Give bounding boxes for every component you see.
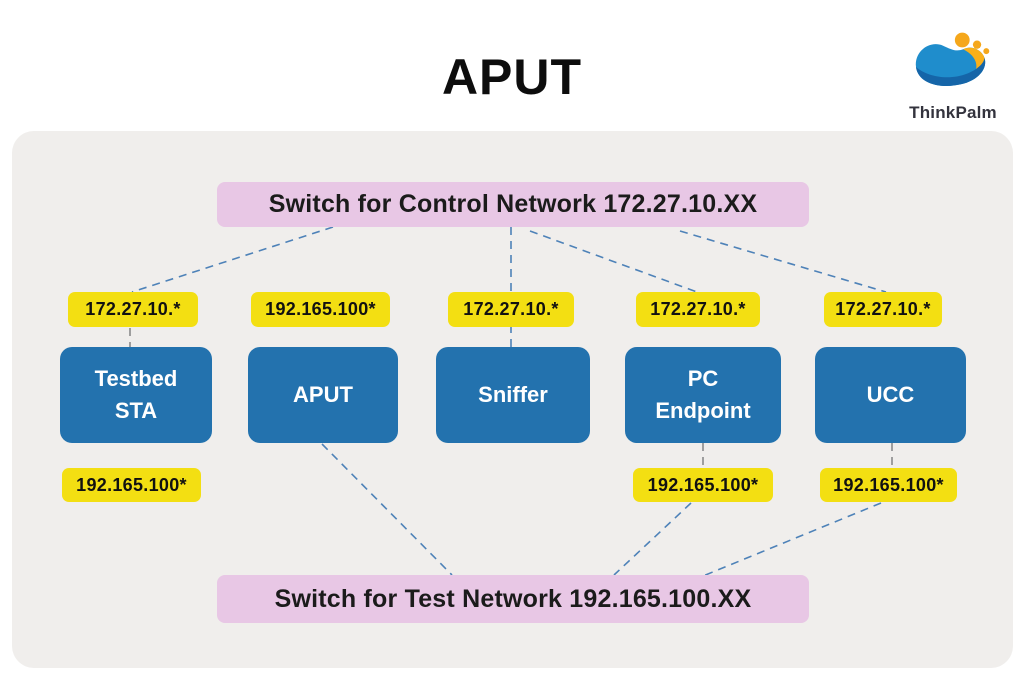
control-network-switch-bar: Switch for Control Network 172.27.10.XX	[217, 182, 809, 227]
brand-name: ThinkPalm	[909, 103, 997, 122]
ip-label-ucc-control: 172.27.10.*	[824, 292, 942, 327]
page-title: APUT	[441, 49, 583, 105]
node-box-aput: APUT	[248, 347, 398, 443]
ip-label-aput-test: 192.165.100*	[251, 292, 390, 327]
thinkpalm-logo: ThinkPalm	[898, 28, 1008, 123]
ip-label-pc-endpoint-control: 172.27.10.*	[636, 292, 760, 327]
ip-label-pc-endpoint-test: 192.165.100*	[633, 468, 773, 502]
node-box-sniffer: Sniffer	[436, 347, 590, 443]
node-box-testbed-sta: Testbed STA	[60, 347, 212, 443]
ip-label-sniffer-control: 172.27.10.*	[448, 292, 574, 327]
thinkpalm-logo-icon	[915, 32, 990, 86]
node-box-pc-endpoint: PC Endpoint	[625, 347, 781, 443]
ip-label-ucc-test: 192.165.100*	[820, 468, 957, 502]
node-box-ucc: UCC	[815, 347, 966, 443]
ip-label-testbed-sta-test: 192.165.100*	[62, 468, 201, 502]
test-network-switch-bar: Switch for Test Network 192.165.100.XX	[217, 575, 809, 623]
ip-label-testbed-sta-control: 172.27.10.*	[68, 292, 198, 327]
